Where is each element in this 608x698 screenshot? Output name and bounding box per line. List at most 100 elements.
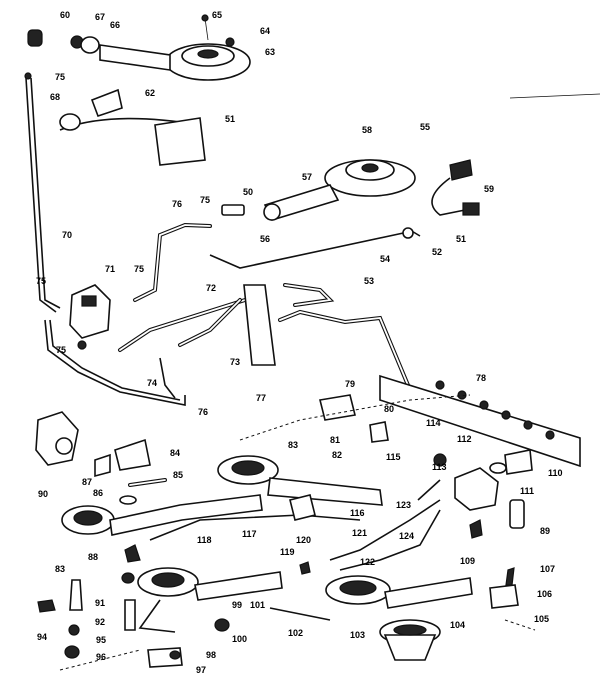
labels: 60 67 66 65 64 63 75 68 62 51 70 58 55 5… xyxy=(36,10,563,675)
bracket-84 xyxy=(94,438,151,478)
label-114: 114 xyxy=(426,418,441,428)
fitting-59 xyxy=(221,204,245,216)
label-68: 68 xyxy=(50,92,60,102)
label-104: 104 xyxy=(450,620,465,630)
label-59: 59 xyxy=(484,184,494,194)
tube-76 xyxy=(44,319,186,406)
label-109: 109 xyxy=(460,556,475,566)
valve-90 xyxy=(35,411,79,466)
tube-122-123 xyxy=(329,479,441,571)
label-76b: 76 xyxy=(198,407,208,417)
label-95: 95 xyxy=(96,635,106,645)
manifold-78 xyxy=(379,374,581,468)
label-73: 73 xyxy=(230,357,240,367)
label-115: 115 xyxy=(386,452,401,462)
label-60: 60 xyxy=(60,10,70,20)
burner-103 xyxy=(269,575,473,621)
label-99: 99 xyxy=(232,600,242,610)
label-85: 85 xyxy=(173,470,183,480)
bracket-110 xyxy=(504,449,533,475)
label-117: 117 xyxy=(242,529,257,539)
label-100: 100 xyxy=(232,634,247,644)
label-96: 96 xyxy=(96,652,106,662)
small-parts-right xyxy=(299,561,536,631)
label-75b: 75 xyxy=(200,195,210,205)
tube-70 xyxy=(24,72,61,313)
label-75c: 75 xyxy=(134,264,144,274)
label-120: 120 xyxy=(296,535,311,545)
bracket-62 xyxy=(59,88,206,166)
label-86: 86 xyxy=(93,488,103,498)
valve-111-89 xyxy=(469,499,525,539)
label-57: 57 xyxy=(302,172,312,182)
burner-cap-104 xyxy=(379,619,441,661)
label-65: 65 xyxy=(212,10,222,20)
label-64: 64 xyxy=(260,26,270,36)
tube-54 xyxy=(209,227,421,269)
label-66: 66 xyxy=(110,20,120,30)
tube-85 xyxy=(119,478,167,505)
label-94: 94 xyxy=(37,632,47,642)
label-101: 101 xyxy=(250,600,265,610)
label-75a: 75 xyxy=(55,72,65,82)
label-89: 89 xyxy=(540,526,550,536)
label-79: 79 xyxy=(345,379,355,389)
label-78: 78 xyxy=(476,373,486,383)
tube-50 xyxy=(133,222,212,302)
label-102: 102 xyxy=(288,628,303,638)
label-70: 70 xyxy=(62,230,72,240)
label-77: 77 xyxy=(256,393,266,403)
label-87: 87 xyxy=(82,477,92,487)
label-51b: 51 xyxy=(456,234,466,244)
label-76a: 76 xyxy=(172,199,182,209)
label-81: 81 xyxy=(330,435,340,445)
valve-113 xyxy=(433,453,507,511)
label-88: 88 xyxy=(88,552,98,562)
burner-58 xyxy=(263,159,416,221)
label-80: 80 xyxy=(384,404,394,414)
label-52: 52 xyxy=(432,247,442,257)
top-burner-63 xyxy=(99,14,251,81)
label-107: 107 xyxy=(540,564,555,574)
label-122: 122 xyxy=(360,557,375,567)
label-110: 110 xyxy=(548,468,563,478)
label-51a: 51 xyxy=(225,114,235,124)
label-121: 121 xyxy=(352,528,367,538)
label-55: 55 xyxy=(420,122,430,132)
label-84: 84 xyxy=(170,448,180,458)
label-82: 82 xyxy=(332,450,342,460)
burner-117 xyxy=(149,455,383,541)
label-112: 112 xyxy=(457,434,472,444)
label-62: 62 xyxy=(145,88,155,98)
label-118: 118 xyxy=(197,535,212,545)
label-92: 92 xyxy=(95,617,105,627)
burner-front-left xyxy=(61,494,263,536)
label-97: 97 xyxy=(196,665,206,675)
valve-79 xyxy=(239,394,471,443)
label-124: 124 xyxy=(399,531,414,541)
bracket-77 xyxy=(243,284,276,366)
label-98: 98 xyxy=(206,650,216,660)
label-71: 71 xyxy=(105,264,115,274)
small-parts-lower xyxy=(37,544,230,671)
label-75e: 75 xyxy=(56,345,66,355)
label-56: 56 xyxy=(260,234,270,244)
label-90: 90 xyxy=(38,489,48,499)
label-72: 72 xyxy=(206,283,216,293)
label-106: 106 xyxy=(537,589,552,599)
tubing-72 xyxy=(118,283,412,392)
label-83b: 83 xyxy=(55,564,65,574)
label-116: 116 xyxy=(350,508,365,518)
label-75d: 75 xyxy=(36,276,46,286)
label-58: 58 xyxy=(362,125,372,135)
label-123: 123 xyxy=(396,500,411,510)
label-83a: 83 xyxy=(288,440,298,450)
burner-lower-left xyxy=(137,567,283,633)
label-50: 50 xyxy=(243,187,253,197)
label-105: 105 xyxy=(534,614,549,624)
label-111: 111 xyxy=(520,486,534,496)
label-63: 63 xyxy=(265,47,275,57)
label-54: 54 xyxy=(380,254,390,264)
label-119: 119 xyxy=(280,547,295,557)
